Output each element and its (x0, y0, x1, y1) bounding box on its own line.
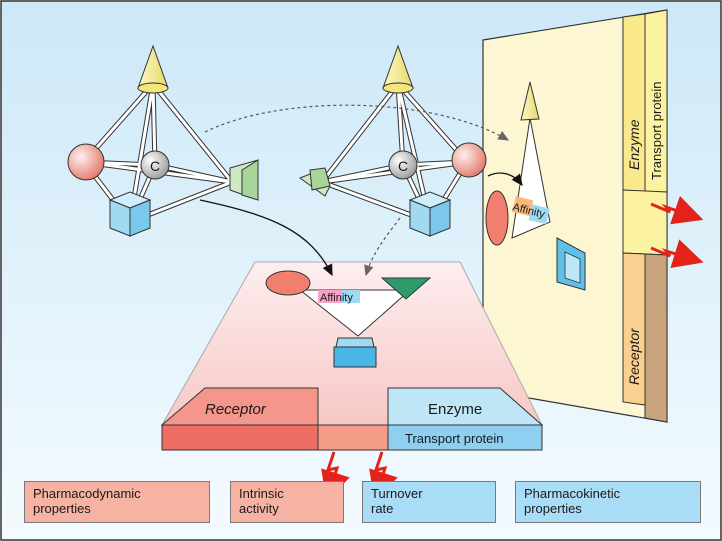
left-red-sphere (67, 143, 105, 181)
platform-signal-arrow-right (369, 451, 398, 502)
right-carbon-label: C (398, 158, 408, 174)
pharmacodynamic-properties-box: Pharmacodynamic properties (24, 481, 210, 523)
wall-enzyme-label: Enzyme (626, 119, 642, 170)
wall-yellow-gap (622, 189, 668, 256)
wall-brown-strip (644, 253, 668, 423)
platform-signal-arrow-left (321, 451, 350, 502)
receptor-label: Receptor (205, 401, 267, 418)
affinity-bg-blue (342, 290, 360, 303)
blue-pocket-top (335, 337, 375, 348)
transport-label: Transport protein (405, 431, 504, 446)
transport-block-front (387, 424, 543, 451)
turnover-rate-box: Turnover rate (362, 481, 496, 523)
right-to-platform-dotted-arrow (364, 217, 401, 277)
receptor-block-front (161, 424, 319, 451)
left-carbon-atom (140, 150, 170, 180)
wall-affinity-label: Affinity (511, 201, 546, 221)
center-block-front (317, 424, 389, 451)
wall-affinity-bg1 (512, 196, 534, 217)
wall-red-ellipse (485, 190, 509, 246)
red-ellipse-site (265, 270, 311, 296)
left-yellow-cone-base (137, 82, 169, 94)
wall-blue-pocket-inner (564, 251, 581, 284)
blue-pocket-front (333, 346, 377, 368)
right-yellow-cone-base (382, 82, 414, 94)
platform: Affinity Receptor Enzyme Transport prote… (160, 261, 544, 451)
right-carbon-atom (388, 150, 418, 180)
enzyme-label: Enzyme (428, 401, 482, 418)
affinity-label: Affinity (320, 292, 353, 304)
left-molecule: C (67, 44, 259, 237)
wall-receptor-label: Receptor (626, 327, 642, 385)
left-green-prism-face (241, 159, 259, 201)
pharmacokinetic-properties-box: Pharmacokinetic properties (515, 481, 701, 523)
right-bonds-fill (320, 82, 469, 224)
left-to-platform-arrow (199, 199, 333, 277)
wall-signal-arrow-bottom (650, 239, 704, 269)
green-triangle-site (380, 277, 432, 300)
right-blue-cube-right (429, 199, 451, 237)
wall-transport-label: Transport protein (649, 81, 664, 180)
affinity-bg-pink (318, 290, 342, 303)
wall-signal-arrow-top (650, 195, 704, 225)
right-molecule: C (298, 44, 487, 237)
wall-affinity-bg2 (528, 204, 550, 225)
right-green-prism-face (309, 167, 331, 191)
intrinsic-activity-box: Intrinsic activity (230, 481, 344, 523)
left-carbon-label: C (150, 158, 160, 174)
right-red-sphere (451, 142, 487, 178)
left-blue-cube-right (129, 199, 151, 237)
right-to-wall-arrow (487, 172, 523, 187)
wall-yellow-cone (520, 81, 540, 121)
right-wall: Enzyme Transport protein Receptor Affini… (482, 9, 668, 423)
left-bonds-fill (82, 82, 234, 224)
